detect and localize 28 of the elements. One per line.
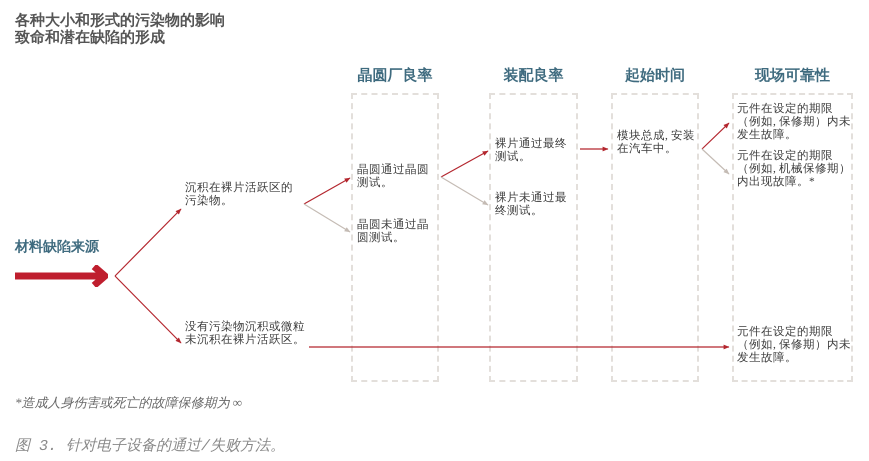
footnote: *造成人身伤害或死亡的故障保修期为 ∞ (15, 395, 242, 411)
arrow (702, 122, 730, 150)
figure-caption: 图 3. 针对电子设备的通过/失败方法。 (15, 437, 286, 456)
arrow (304, 203, 351, 233)
column-heading: 晶圆厂良率 (358, 66, 432, 86)
column-heading: 装配良率 (504, 66, 564, 86)
outcome-label: 裸片通过最终测试。 (491, 138, 577, 164)
arrow (440, 176, 489, 206)
arrow (440, 150, 489, 178)
outcome-label: 晶圆未通过晶圆测试。 (353, 219, 438, 245)
branch-label: 沉积在裸片活跃区的污染物。 (185, 182, 303, 208)
arrow (702, 148, 730, 174)
outcome-label: 元件在设定的期限（例如, 机械保修期）内出现故障。* (734, 150, 852, 189)
column-heading: 起始时间 (625, 66, 685, 86)
outcome-label: 元件在设定的期限（例如, 保修期）内未发生故障。 (734, 103, 852, 142)
outcome-label: 元件在设定的期限（例如, 保修期）内未发生故障。 (734, 326, 852, 365)
diagram-title: 各种大小和形式的污染物的影响致命和潜在缺陷的形成 (15, 12, 226, 46)
source-label: 材料缺陷来源 (15, 237, 99, 256)
outcome-label: 晶圆通过晶圆测试。 (353, 164, 438, 190)
arrow (114, 208, 182, 276)
outcome-label: 裸片未通过最终测试。 (491, 192, 577, 218)
branch-label: 没有污染物沉积或微粒未沉积在裸片活跃区。 (185, 321, 308, 347)
arrow (309, 344, 730, 350)
outcome-label: 模块总成, 安装在汽车中。 (613, 130, 699, 156)
arrow (114, 276, 182, 344)
arrow (580, 146, 609, 152)
column-heading: 现场可靠性 (755, 66, 830, 86)
arrow (304, 177, 351, 205)
